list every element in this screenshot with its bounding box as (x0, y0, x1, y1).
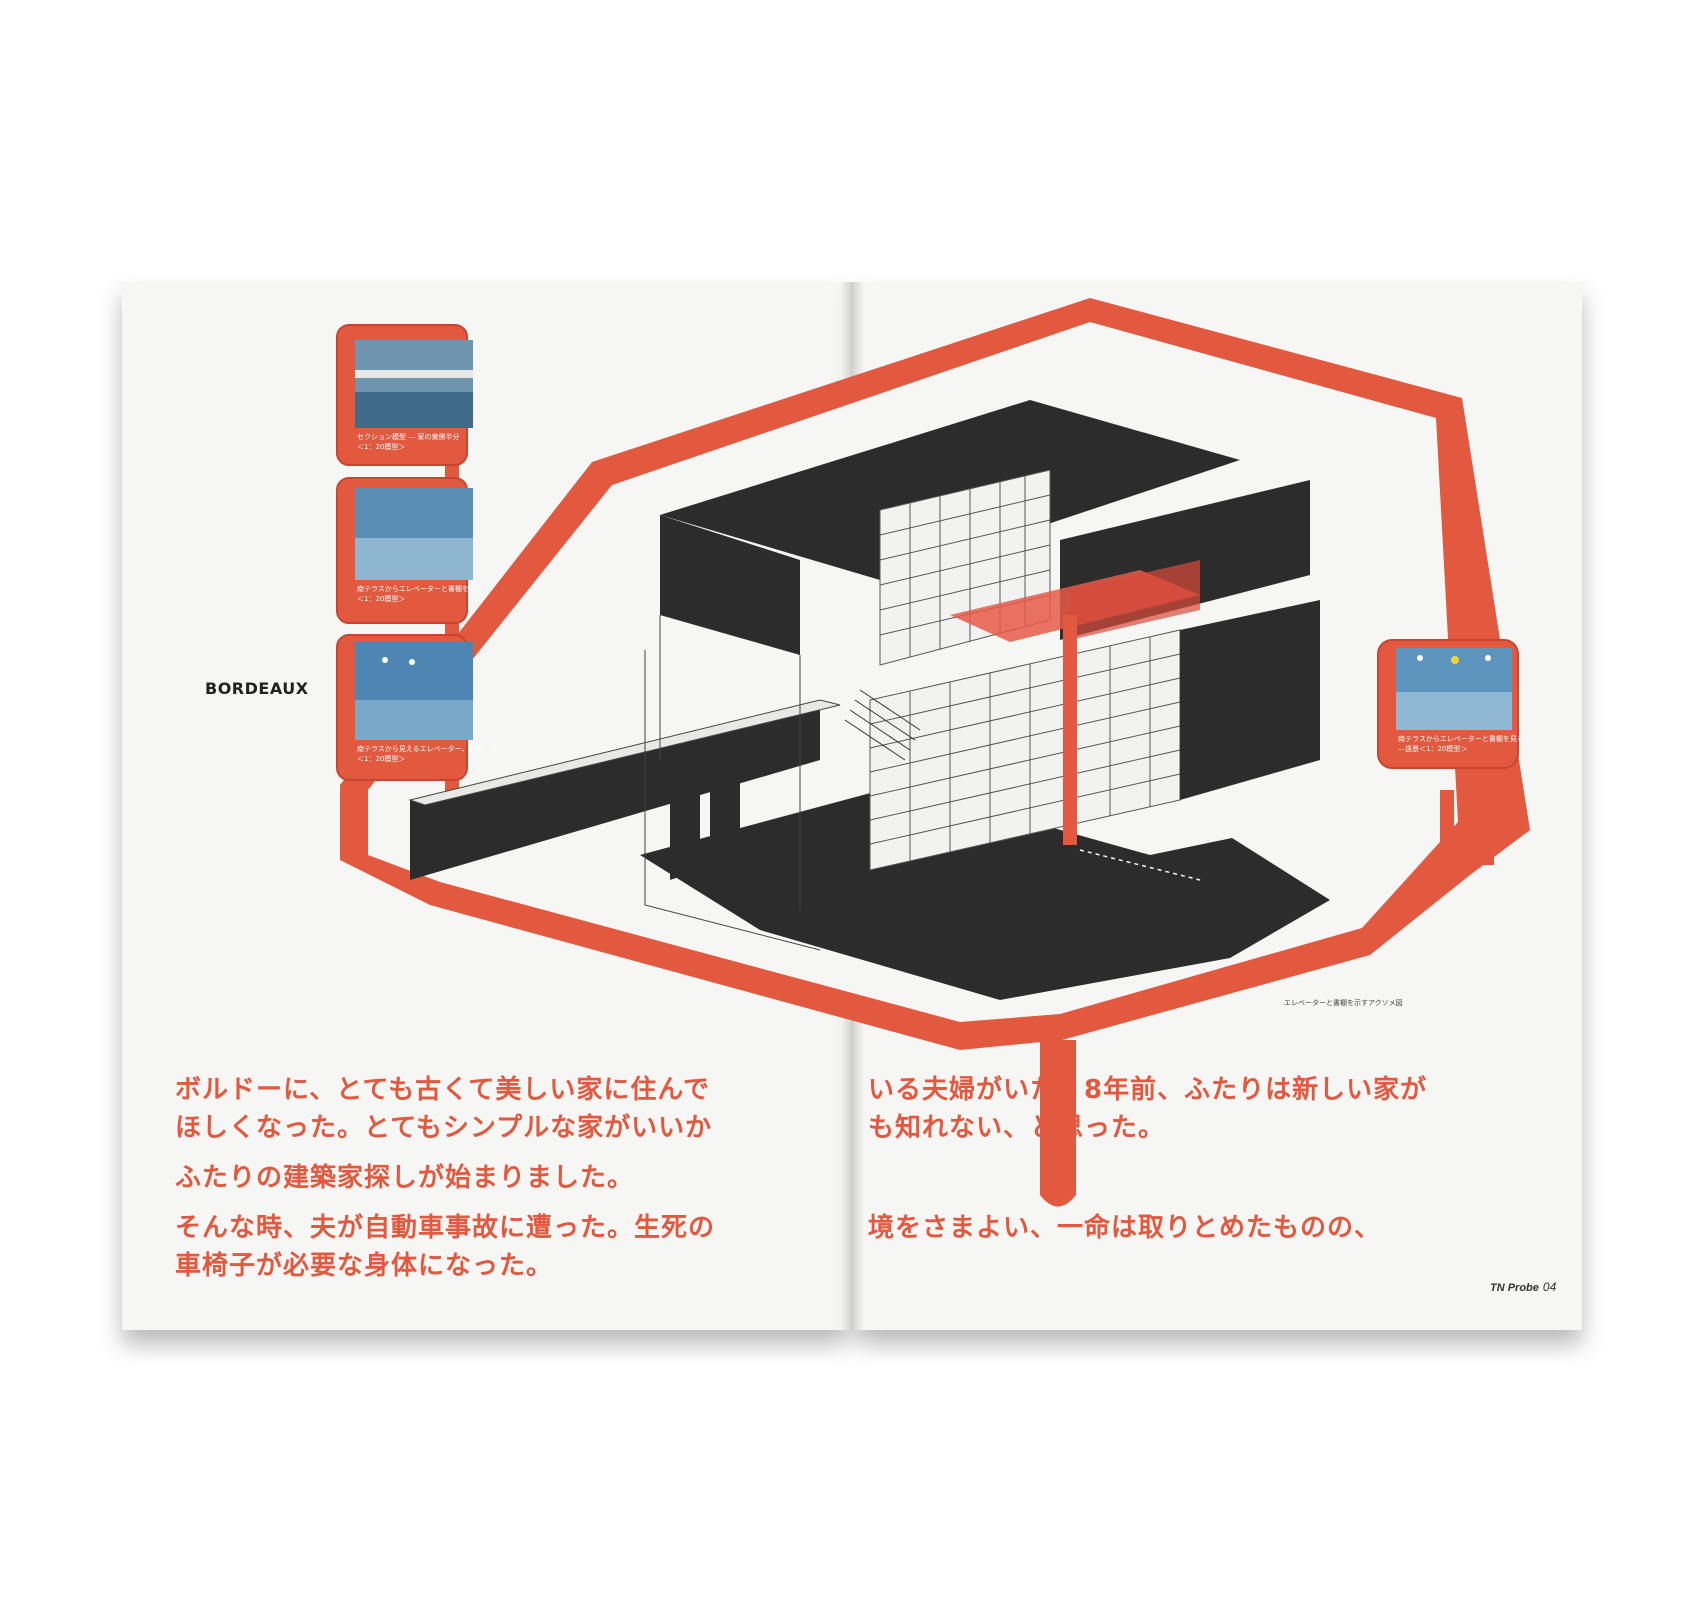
caption-line: —遠景＜1：20模型＞ (1398, 745, 1468, 753)
caption-line: 南テラスから見えるエレベーター、書棚、梁 (357, 745, 497, 753)
caption-line: ＜1：20模型＞ (357, 755, 406, 763)
section-label: BORDEAUX (205, 679, 309, 698)
floor-slab (640, 785, 1330, 1000)
page-number: 04 (1542, 1280, 1557, 1294)
thumbnail-3-caption: 南テラスから見えるエレベーター、書棚、梁 ＜1：20模型＞ (357, 744, 497, 764)
long-beam (410, 700, 820, 880)
elevator-platform-volume (1070, 560, 1200, 640)
thumbnail-frame-1 (336, 324, 473, 466)
thumbnail-2-caption: 南テラスからエレベーターと書棚を見る ＜1：20模型＞ (357, 584, 483, 604)
thumbnail-frame-2 (336, 477, 473, 624)
staircase (844, 689, 921, 761)
long-beam-top (408, 699, 841, 806)
body-line: 境をさまよい、一命は取りとめたものの、 (868, 1213, 1382, 1243)
upper-box-roof (660, 400, 1240, 580)
hex-frame-inner (368, 322, 1458, 1022)
body-line: ボルドーに、とても古くて美しい家に住んで (175, 1075, 711, 1105)
door-panel (670, 760, 700, 880)
body-line: ふたりの建築家探しが始まりました。 (175, 1163, 635, 1193)
caption-line: 南テラスからエレベーターと書棚を見る (357, 585, 483, 593)
drawing-caption: エレベーターと書棚を示すアクソメ図 (1284, 999, 1403, 1007)
caption-line: ＜1：20模型＞ (357, 443, 406, 451)
thumb-support (1440, 790, 1454, 850)
body-line: 車椅子が必要な身体になった。 (175, 1251, 554, 1281)
thumb-support (1480, 775, 1494, 865)
lower-dark-mass (1180, 600, 1320, 800)
caption-line: セクション模型 — 家の東側半分 (357, 433, 460, 441)
door-panel (710, 752, 740, 868)
publication-name: TN Probe (1490, 1282, 1539, 1294)
thumbnail-frame-right (1377, 639, 1519, 769)
thumbnail-1-caption: セクション模型 — 家の東側半分 ＜1：20模型＞ (357, 432, 459, 452)
body-line: そんな時、夫が自動車事故に遭った。生死の (175, 1213, 716, 1243)
caption-line: ＜1：20模型＞ (357, 595, 406, 603)
body-line: いる夫婦がいた。8年前、ふたりは新しい家が (868, 1075, 1428, 1105)
thumbnail-right-caption: 南テラスからエレベーターと書棚を見る —遠景＜1：20模型＞ (1398, 734, 1524, 754)
caption-line: 南テラスからエレベーターと書棚を見る (1398, 735, 1524, 743)
frame-stem (1040, 1040, 1076, 1207)
elevator-piston (1063, 615, 1077, 845)
glass-outline (644, 615, 821, 951)
body-line: も知れない、と思った。 (868, 1113, 1166, 1143)
thumbnail-frame-3 (336, 634, 473, 781)
body-line: ほしくなった。とてもシンプルな家がいいか (175, 1113, 713, 1143)
upper-box-side (660, 515, 800, 655)
